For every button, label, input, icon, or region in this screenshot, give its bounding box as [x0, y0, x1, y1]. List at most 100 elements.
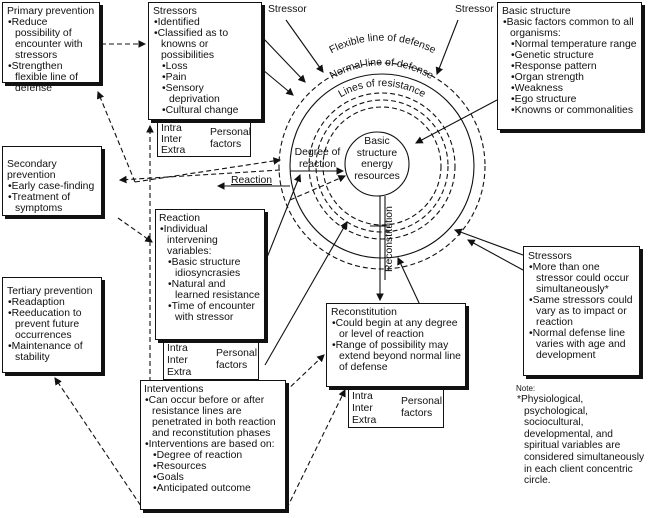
factors-label: factors	[216, 360, 248, 371]
box-title: Reconstitution	[331, 307, 397, 318]
basic-structure-box: Basic structure •Basic factors common to…	[497, 2, 642, 130]
stressor-label-right: Stressor	[455, 4, 494, 15]
interventions-box: Interventions •Can occur before or after…	[140, 380, 286, 510]
intra-label: Intra	[167, 343, 188, 354]
bullet-item: •Reeducation to prevent future occurrenc…	[8, 308, 82, 341]
box-title: Interventions	[144, 384, 204, 395]
box-title: Primary prevention	[7, 6, 95, 17]
extra-label: Extra	[167, 367, 192, 378]
bullet-item: •Can occur before or after resistance li…	[145, 395, 276, 439]
box-title: Stressors	[528, 251, 572, 262]
line-of-resistance	[315, 99, 449, 233]
footnote: Note: *Physiological, psychological, soc…	[516, 384, 650, 487]
stressors-variation-box: Stressors •More than one stressor could …	[523, 246, 640, 376]
bullet-item: •Range of possibility may extend beyond …	[332, 340, 461, 373]
svg-text:Normal line of defense: Normal line of defense	[328, 57, 435, 82]
note-text: *Physiological, psychological, sociocult…	[517, 394, 645, 487]
intra-label: Intra	[161, 123, 182, 134]
line-of-resistance	[308, 92, 456, 240]
sub-bullet-item: •Natural and learned resistance	[168, 279, 260, 301]
personal-factors-box: Intra Inter Extra Personal factors	[163, 340, 259, 380]
basic-structure-core	[344, 131, 410, 197]
bullet-item: •Identified	[154, 17, 200, 28]
sub-bullet-item: •Organ strength	[511, 72, 584, 83]
degree-line: reaction	[299, 158, 336, 170]
sub-bullet-item: •Resources	[153, 461, 207, 472]
sub-bullet-item: •Goals	[153, 472, 184, 483]
personal-label: Personal	[216, 348, 258, 359]
bullet-item: •Individual intervening variables:	[160, 224, 218, 257]
resistance-lines-label: Lines of resistance	[337, 78, 428, 100]
bullet-item: •Normal defense line varies with age and…	[529, 328, 626, 361]
bullet-item: •Maintenance of stability	[8, 341, 83, 363]
factors-label: factors	[210, 139, 242, 150]
intra-label: Intra	[352, 391, 373, 402]
extra-label: Extra	[352, 415, 377, 426]
reconstitution-label: Reconstitution	[384, 206, 395, 272]
flexible-line-label: Flexible line of defense	[328, 33, 438, 57]
core-line: structure	[356, 147, 398, 159]
personal-label: Personal	[210, 127, 252, 138]
reconstitution-box: Reconstitution •Could begin at any degre…	[326, 303, 466, 387]
sub-bullet-item: •Weakness	[511, 83, 563, 94]
degree-line: Degree of	[294, 147, 341, 158]
inter-label: Inter	[167, 355, 188, 366]
sub-bullet-item: •Time of encounter with stressor	[168, 301, 255, 323]
bullet-item: •Treatment of symptoms	[8, 192, 71, 214]
bullet-item: •Basic factors common to all organisms:	[503, 17, 634, 39]
bullet-item: •Same stressors could vary as to impact …	[529, 295, 633, 328]
stressor-label-left: Stressor	[268, 4, 307, 15]
bullet-item: •Interventions are based on:	[145, 439, 275, 450]
personal-label: Personal	[401, 396, 443, 407]
extra-label: Extra	[161, 145, 186, 156]
inter-label: Inter	[161, 134, 182, 145]
line-of-resistance	[322, 106, 442, 226]
factors-label: factors	[401, 408, 433, 419]
core-line: Basic	[364, 136, 390, 147]
sub-bullet-item: •Ego structure	[511, 94, 577, 105]
sub-bullet-item: •Response pattern	[511, 61, 597, 72]
primary-prevention-box: Primary prevention •Reduce possibility o…	[2, 2, 100, 94]
flexible-line-of-defense	[278, 62, 486, 270]
stressors-box: Stressors •Identified •Classified as to …	[148, 2, 262, 120]
bullet-item: •Readaption	[8, 297, 65, 308]
box-title: Stressors	[153, 6, 197, 17]
sub-bullet-item: •Sensory deprivation	[162, 83, 220, 105]
sub-bullet-item: •Knowns or commonalities	[511, 105, 634, 116]
box-title: Basic structure	[502, 6, 571, 17]
svg-text:Lines of resistance: Lines of resistance	[337, 78, 428, 100]
bullet-item: •Strengthen flexible line of defense	[8, 61, 78, 94]
reaction-label: Reaction	[231, 175, 273, 186]
sub-bullet-item: •Genetic structure	[511, 50, 594, 61]
sub-bullet-item: •Cultural change	[162, 105, 239, 116]
box-title: Tertiary prevention	[7, 286, 93, 297]
sub-bullet-item: •Anticipated outcome	[153, 483, 251, 494]
personal-factors-box: Intra Inter Extra Personal factors	[157, 121, 251, 157]
core-line: energy	[361, 159, 393, 171]
inter-label: Inter	[352, 403, 373, 414]
bullet-item: •Reduce possibility of encounter with st…	[8, 17, 83, 61]
bullet-item: •Could begin at any degree or level of r…	[332, 318, 458, 340]
normal-line-of-defense	[289, 73, 475, 259]
bullet-item: •Early case-finding	[8, 181, 95, 192]
bullet-item: •Classified as to knowns or possibilitie…	[154, 28, 229, 61]
core-line: resources	[354, 170, 400, 182]
box-title: Reaction	[159, 213, 201, 224]
tertiary-prevention-box: Tertiary prevention •Readaption •Reeduca…	[2, 277, 102, 373]
note-title: Note:	[516, 384, 536, 393]
box-title: Secondary prevention	[7, 159, 57, 181]
sub-bullet-item: •Normal temperature range	[511, 39, 637, 50]
personal-factors-box: Intra Inter Extra Personal factors	[348, 388, 444, 428]
sub-bullet-item: •Loss	[162, 61, 188, 72]
bullet-item: •More than one stressor could occur simu…	[529, 262, 629, 295]
normal-line-label: Normal line of defense	[328, 57, 435, 82]
sub-bullet-item: •Pain	[162, 72, 187, 83]
reaction-box: Reaction •Individual intervening variabl…	[155, 209, 265, 340]
sub-bullet-item: •Degree of reaction	[153, 450, 243, 461]
svg-text:Flexible line of defense: Flexible line of defense	[328, 33, 438, 57]
sub-bullet-item: •Basic structure idiosyncrasies	[168, 257, 241, 279]
